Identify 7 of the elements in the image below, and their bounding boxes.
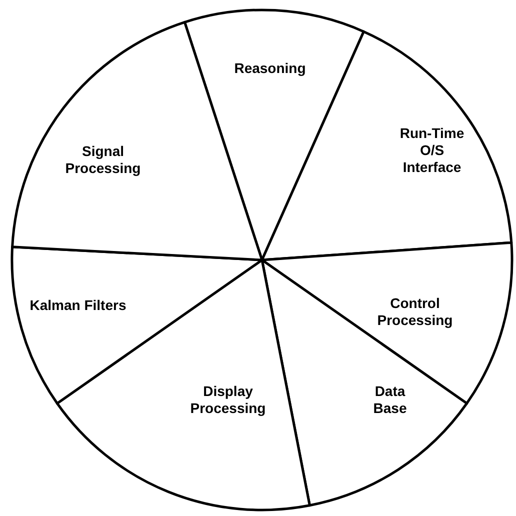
sector-label: Data Base <box>372 383 408 417</box>
sector-label: Kalman Filters <box>30 296 126 314</box>
sector-label: Display Processing <box>189 383 267 417</box>
sector-label: Signal Processing <box>64 143 142 177</box>
sector-label: Run-Time O/S Interface <box>398 124 466 176</box>
sector-label: Control Processing <box>376 295 454 329</box>
sector-label: Reasoning <box>234 60 306 76</box>
